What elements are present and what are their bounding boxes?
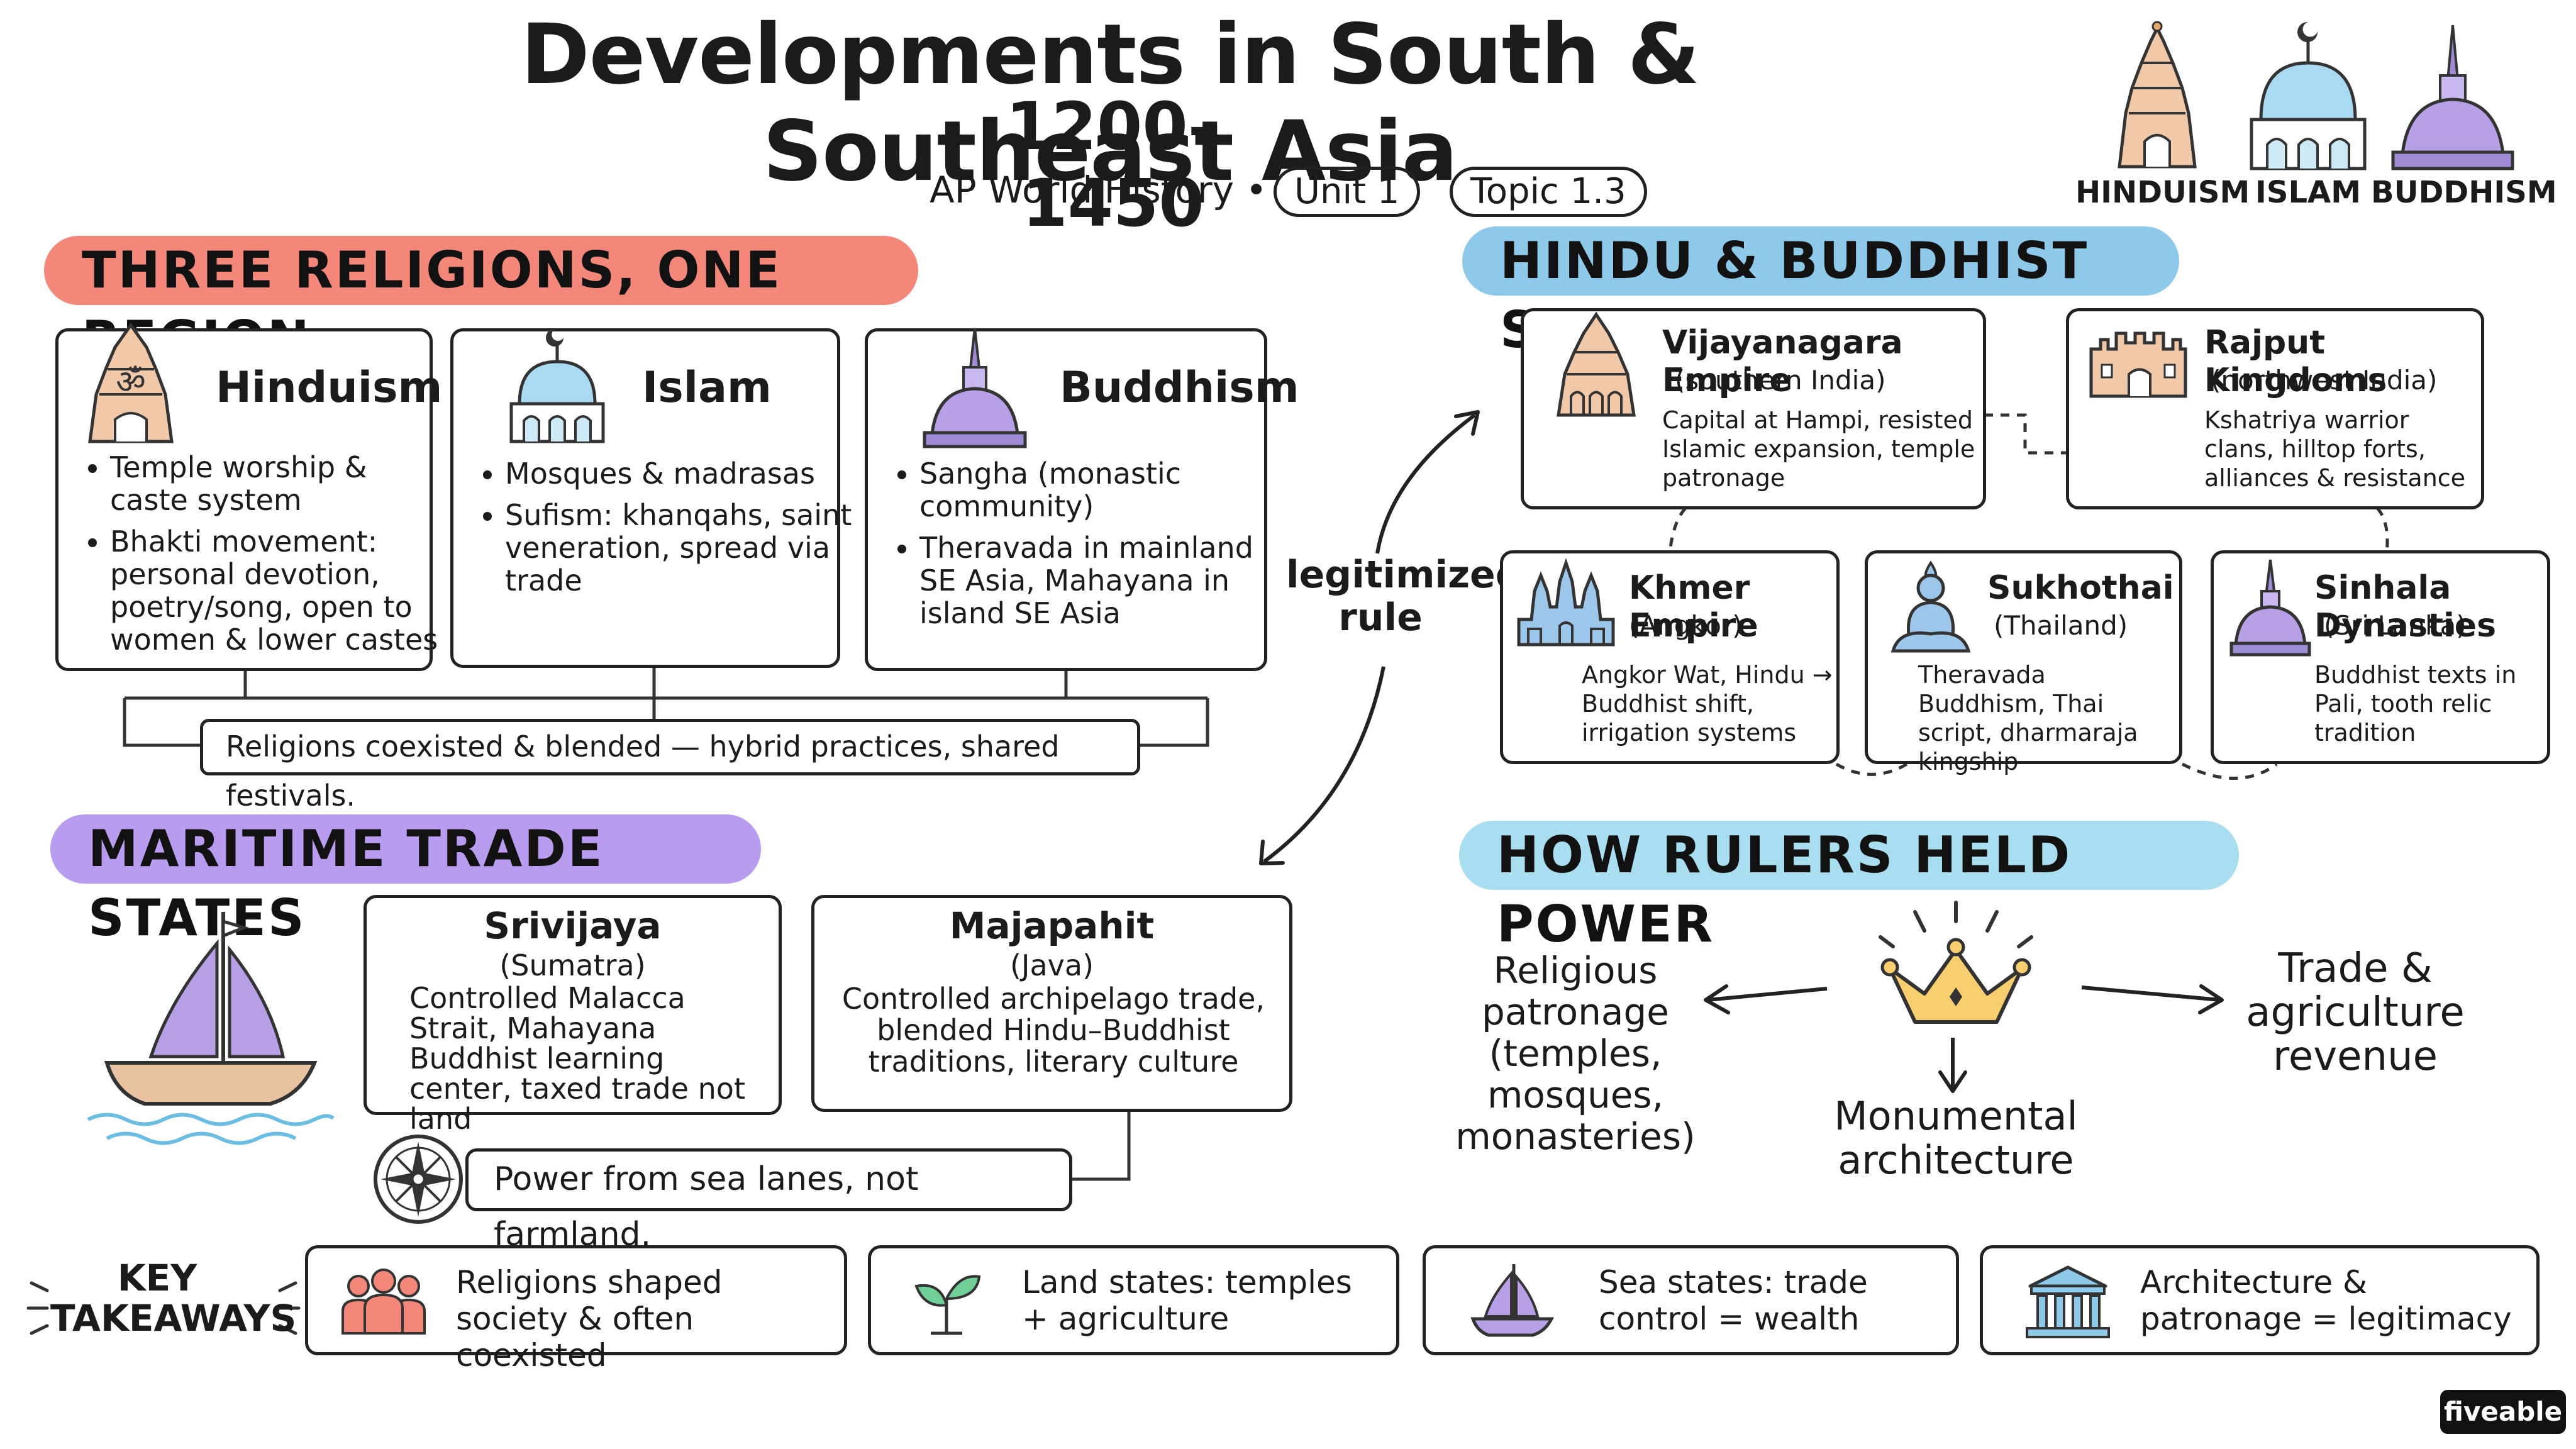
islam-title: Islam — [642, 363, 772, 413]
majapahit-title: Majapahit — [949, 904, 1155, 947]
state-card-sinhala: Sinhala Dynasties (Sri Lanka) Buddhist t… — [2211, 550, 2550, 764]
stupa-icon — [2229, 559, 2311, 657]
state-title: Rajput Kingdoms — [2204, 324, 2387, 399]
takeaway-text: Sea states: trade control = wealth — [1599, 1264, 1868, 1337]
state-title: Vijayanagara Empire — [1662, 324, 1903, 399]
takeaways-heading: KEY TAKEAWAYS — [50, 1257, 297, 1340]
srivijaya-card: Srivijaya (Sumatra) Controlled Malacca S… — [364, 895, 782, 1134]
hinduism-title: Hinduism — [216, 363, 443, 413]
topic-badge: Topic 1.3 — [1450, 167, 1647, 217]
maritime-heading: MARITIME TRADE STATES — [50, 814, 761, 947]
crown-icon — [1879, 901, 2033, 1024]
temple-icon — [1557, 311, 1636, 417]
legend-label-hinduism: HINDUISM — [2075, 175, 2250, 210]
takeaways-sparkle — [26, 1281, 301, 1335]
stupa-icon — [2391, 25, 2514, 170]
state-subtitle: (southern India) — [1675, 365, 1886, 396]
mosque-icon — [2250, 21, 2367, 170]
svg-text:ॐ: ॐ — [116, 364, 145, 401]
takeaway-text: Land states: temples + agriculture — [1022, 1264, 1352, 1337]
srivijaya-title: Srivijaya — [484, 904, 662, 947]
srivijaya-subtitle: (Sumatra) — [499, 948, 646, 982]
state-card-sukhothai: Sukhothai (Thailand) Theravada Buddhism,… — [1865, 550, 2182, 775]
takeaway-card: Land states: temples + agriculture — [868, 1245, 1399, 1355]
legend-islam: ISLAM — [2239, 19, 2377, 220]
maritime-summary: Power from sea lanes, not farmland. — [465, 1148, 1072, 1253]
buddhism-title: Buddhism — [1060, 363, 1299, 413]
connector-label: legitimized rule — [1286, 553, 1523, 640]
angkor-temple-icon — [1517, 558, 1615, 647]
majapahit-card: Majapahit (Java) Controlled archipelago … — [811, 895, 1292, 1112]
buddhism-point: Sangha (monastic community) — [919, 457, 1291, 523]
compass-icon — [374, 1135, 463, 1224]
stupa-icon — [923, 328, 1027, 448]
takeaway-card: Architecture & patronage = legitimacy — [1980, 1245, 2540, 1355]
state-title: Sukhothai — [1987, 569, 2174, 607]
islam-points: Mosques & madrasas Sufism: khanqahs, sai… — [472, 457, 857, 606]
hinduism-point: Bhakti movement: personal devotion, poet… — [110, 525, 450, 656]
state-subtitle: (northwest India) — [2211, 365, 2438, 396]
legend-hinduism: HINDUISM — [2075, 19, 2250, 220]
state-description: Angkor Wat, Hindu → Buddhist shift, irri… — [1582, 661, 1833, 747]
state-title: Sinhala Dynasties — [2314, 569, 2497, 645]
mosque-icon — [509, 328, 605, 443]
legend-label-islam: ISLAM — [2255, 175, 2361, 210]
state-description: Kshatriya warrior clans, hilltop forts, … — [2204, 406, 2466, 492]
buddhism-card: Buddhism Sangha (monastic community) The… — [865, 328, 1299, 671]
hindu-buddhist-heading: HINDU & BUDDHIST STATES — [1462, 226, 2179, 359]
course-label: AP World History • — [930, 169, 1267, 211]
state-title: Khmer Empire — [1629, 569, 1758, 645]
islam-point: Sufism: khanqahs, saint veneration, spre… — [505, 499, 857, 597]
majapahit-description: Controlled archipelago trade, blended Hi… — [841, 982, 1265, 1079]
state-card-khmer: Khmer Empire (Angkor) Angkor Wat, Hindu … — [1500, 550, 1840, 764]
columns-building-icon — [2026, 1265, 2110, 1338]
sailboat-icon — [87, 912, 335, 1145]
unit-badge: Unit 1 — [1274, 167, 1421, 217]
religions-heading: THREE RELIGIONS, ONE REGION — [44, 236, 918, 369]
buddhism-points: Sangha (monastic community) Theravada in… — [887, 457, 1291, 638]
hindu-temple-icon — [2118, 21, 2197, 169]
srivijaya-description: Controlled Malacca Strait, Mahayana Budd… — [409, 981, 745, 1136]
boat-icon — [1470, 1264, 1555, 1337]
state-description: Capital at Hampi, resisted Islamic expan… — [1662, 406, 1975, 492]
takeaway-text: Religions shaped society & often coexist… — [456, 1264, 723, 1374]
legend-buddhism: BUDDHISM — [2371, 19, 2557, 220]
islam-card: Islam Mosques & madrasas Sufism: khanqah… — [450, 328, 852, 668]
power-right-label: Trade & agriculture revenue — [2246, 945, 2465, 1080]
sprout-icon — [914, 1275, 981, 1335]
state-card-rajput: Rajput Kingdoms (northwest India) Kshatr… — [2066, 308, 2484, 509]
takeaway-card: Religions shaped society & often coexist… — [305, 1245, 847, 1374]
state-subtitle: (Sri Lanka) — [2324, 610, 2467, 641]
power-left-label: Religious patronage (temples, mosques, m… — [1455, 949, 1696, 1158]
religions-summary: Religions coexisted & blended — hybrid p… — [200, 719, 1140, 813]
buddha-icon — [1890, 560, 1971, 653]
majapahit-subtitle: (Java) — [1009, 948, 1094, 982]
om-temple-icon: ॐ — [88, 322, 174, 443]
people-icon — [341, 1269, 426, 1335]
hinduism-point: Temple worship & caste system — [110, 451, 450, 516]
hinduism-card: ॐ Hinduism Temple worship & caste system… — [55, 322, 442, 671]
power-heading: HOW RULERS HELD POWER — [1459, 821, 2239, 953]
takeaway-card: Sea states: trade control = wealth — [1423, 1245, 1959, 1355]
page-title: Developments in South & Southeast Asia — [521, 6, 1700, 200]
buddhism-point: Theravada in mainland SE Asia, Mahayana … — [919, 531, 1291, 630]
islam-point: Mosques & madrasas — [505, 457, 857, 490]
brand-logo[interactable]: fiveable — [2440, 1390, 2566, 1434]
hinduism-points: Temple worship & caste system Bhakti mov… — [77, 451, 450, 665]
years-subtitle: 1200–1450 — [1006, 88, 1221, 242]
state-description: Theravada Buddhism, Thai script, dharmar… — [1918, 661, 2138, 775]
takeaway-text: Architecture & patronage = legitimacy — [2140, 1264, 2512, 1337]
state-subtitle: (Thailand) — [1994, 610, 2128, 641]
power-bottom-label: Monumental architecture — [1834, 1093, 2078, 1183]
fort-icon — [2089, 331, 2187, 398]
state-card-vijayanagara: Vijayanagara Empire (southern India) Cap… — [1521, 308, 1986, 509]
legend-label-buddhism: BUDDHISM — [2371, 175, 2557, 210]
state-subtitle: (Angkor) — [1629, 610, 1743, 641]
state-description: Buddhist texts in Pali, tooth relic trad… — [2314, 661, 2517, 747]
